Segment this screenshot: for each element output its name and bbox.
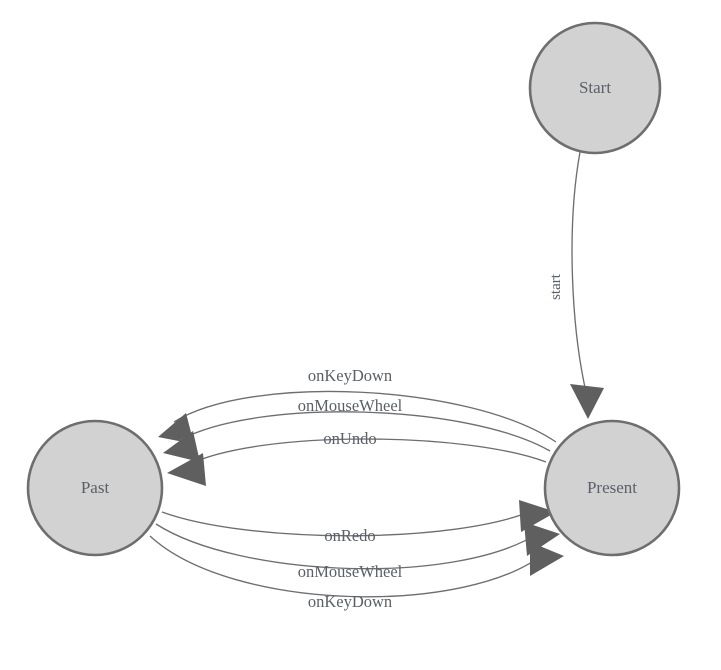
edge-past-to-present-onredo-path [161,509,535,537]
edge-present-to-past-onkeydown-arrowhead [158,413,194,444]
edge-present-to-past-onmousewheel-path [179,411,551,452]
edge-label-past-present-onredo: onRedo [324,526,375,545]
edge-present-to-past-onmousewheel[interactable] [163,411,551,462]
edge-start-to-present-arrowhead [570,384,604,419]
edge-label-start: start [548,273,564,300]
node-present[interactable]: Present [543,419,681,557]
node-past[interactable]: Past [26,419,164,557]
node-start-circle [528,21,662,155]
edge-label-past-present-onkeydown: onKeyDown [308,592,392,611]
edge-present-to-past-onundo-path [189,438,547,465]
edge-past-to-present-onmousewheel-path [155,523,541,570]
edge-present-to-past-onundo[interactable] [167,438,547,486]
node-present-circle [543,419,681,557]
node-past-label: Past [81,478,110,497]
node-past-circle [26,419,164,557]
edge-present-to-past-onkeydown[interactable] [158,390,557,444]
edge-start-to-present-path [571,151,587,393]
edge-past-to-present-onkeydown[interactable] [149,535,564,598]
edge-present-to-past-onundo-arrowhead [167,453,206,486]
edge-start-to-present[interactable] [570,151,604,419]
edge-label-present-past-onkeydown: onKeyDown [308,366,392,385]
edge-present-to-past-onkeydown-path [173,390,557,443]
node-start[interactable]: Start [528,21,662,155]
node-present-label: Present [587,478,637,497]
edge-label-present-past-onundo: onUndo [323,429,376,448]
edge-present-to-past-onmousewheel-arrowhead [163,431,200,462]
edge-past-to-present-onkeydown-arrowhead [530,542,564,576]
node-start-label: Start [579,78,611,97]
edge-label-past-present-onmousewheel: onMouseWheel [298,562,403,581]
edge-label-present-past-onmousewheel: onMouseWheel [298,396,403,415]
edge-past-to-present-onkeydown-path [149,535,547,598]
